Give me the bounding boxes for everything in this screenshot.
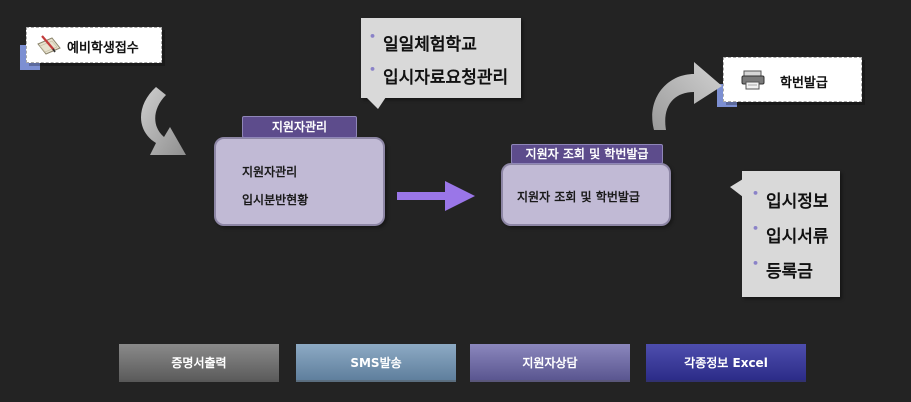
query-issue-tab: 지원자 조회 및 학번발급 <box>511 144 663 164</box>
applicant-management-box: 지원자관리 입시분반현황 <box>214 137 385 226</box>
prospective-note: 예비학생접수 <box>26 27 162 63</box>
info-callout-tail <box>730 179 743 197</box>
applicant-consult-button[interactable]: 지원자상담 <box>470 344 630 382</box>
student-id-label: 학번발급 <box>780 76 828 91</box>
program-callout-tail <box>366 97 386 109</box>
query-issue-box: 지원자 조회 및 학번발급 <box>501 163 671 226</box>
applicant-management-line: 지원자관리 <box>242 165 298 179</box>
program-callout: 일일체험학교 입시자료요청관리 <box>361 18 521 98</box>
info-item: 등록금 <box>752 257 829 282</box>
info-item: 입시서류 <box>752 222 829 247</box>
excel-export-button[interactable]: 각종정보 Excel <box>646 344 806 382</box>
info-callout: 입시정보 입시서류 등록금 <box>742 171 840 297</box>
student-id-note: 학번발급 <box>723 57 862 102</box>
info-item: 입시정보 <box>752 187 829 212</box>
arrow-right-icon <box>397 181 475 211</box>
document-pencil-icon <box>36 34 62 60</box>
curved-arrow-up-icon <box>652 62 722 130</box>
curved-arrow-down-icon <box>141 87 186 155</box>
applicant-management-line: 입시분반현황 <box>242 193 309 207</box>
program-item: 입시자료요청관리 <box>369 63 508 88</box>
certificate-print-button[interactable]: 증명서출력 <box>119 344 279 382</box>
applicant-management-tab: 지원자관리 <box>242 116 357 138</box>
sms-send-button[interactable]: SMS발송 <box>296 344 456 382</box>
program-item: 일일체험학교 <box>369 30 508 55</box>
printer-icon <box>741 69 765 95</box>
prospective-label: 예비학생접수 <box>67 41 139 56</box>
query-issue-line: 지원자 조회 및 학번발급 <box>517 190 640 204</box>
